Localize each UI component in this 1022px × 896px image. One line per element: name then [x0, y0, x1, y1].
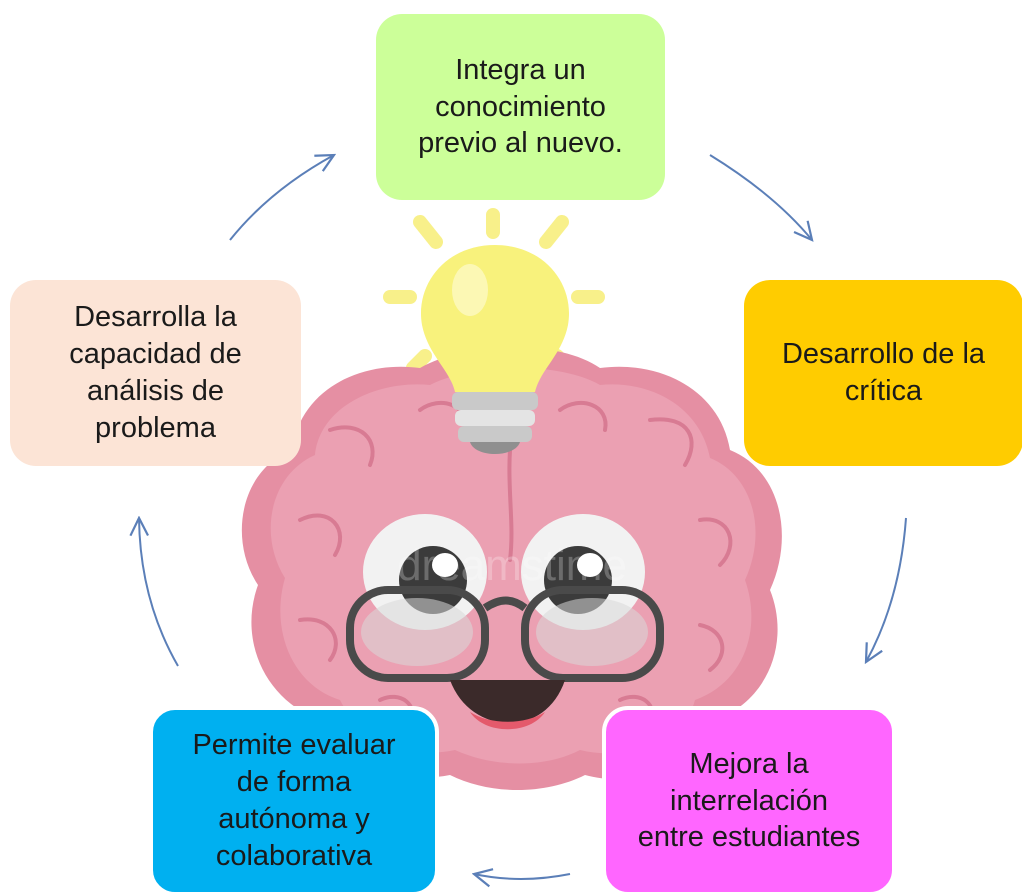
glasses-icon [346, 586, 664, 682]
arrow-top-to-right [709, 154, 812, 240]
node-permite-evaluar: Permite evaluar de forma autónoma y cola… [149, 706, 439, 896]
node-label: Desarrollo de la crítica [781, 338, 986, 407]
node-mejora-interrelacion: Mejora la interrelación entre estudiante… [602, 706, 896, 896]
node-integra-conocimiento: Integra un conocimiento previo al nuevo. [376, 14, 665, 200]
watermark-text: dreamstime [397, 541, 627, 590]
arrow-left-to-top [229, 155, 334, 241]
node-label: Integra un conocimiento previo al nuevo. [418, 53, 623, 160]
node-desarrolla-capacidad: Desarrolla la capacidad de análisis de p… [10, 280, 301, 466]
arrow-right-to-bottom-right [866, 517, 907, 662]
arrow-bottom-right-to-bottom-left [474, 874, 571, 879]
smiling-mouth-icon [450, 680, 565, 724]
brain-icon [241, 347, 782, 790]
lightbulb-icon [420, 245, 570, 454]
node-desarrollo-critica: Desarrollo de la crítica [744, 280, 1022, 466]
arrow-bottom-left-to-left [139, 518, 179, 667]
node-label: Mejora la interrelación entre estudiante… [637, 747, 861, 854]
node-label: Permite evaluar de forma autónoma y cola… [192, 729, 396, 872]
node-label: Desarrolla la capacidad de análisis de p… [69, 301, 242, 444]
